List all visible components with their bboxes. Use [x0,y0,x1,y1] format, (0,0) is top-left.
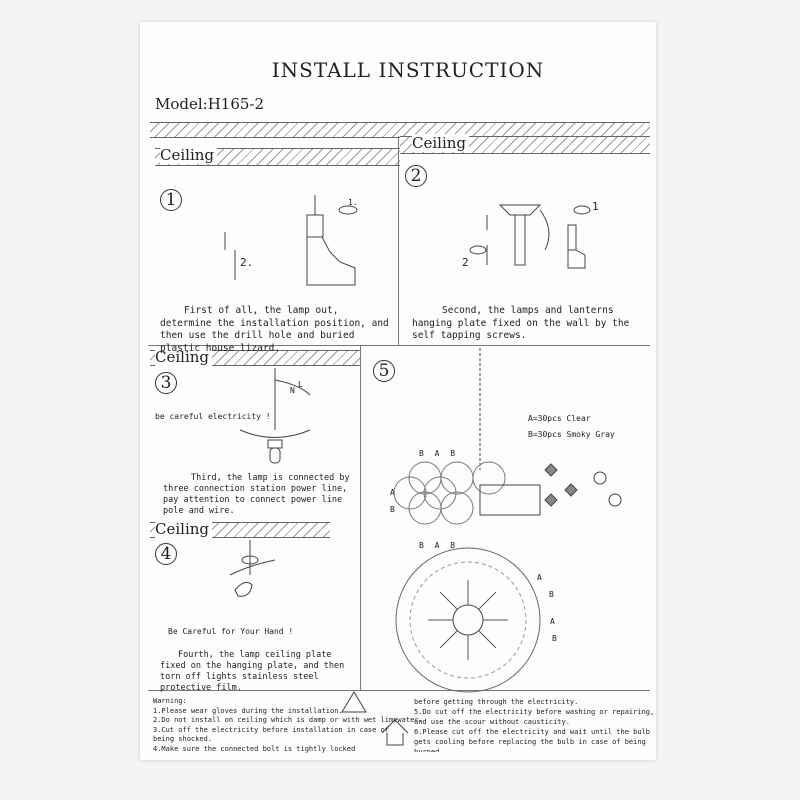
round-label-1: A [537,573,542,582]
step-number-3: 3 [155,372,177,394]
warning-item: before getting through the electricity. [414,698,579,706]
ceiling-label-1: Ceiling [160,146,218,164]
warning-item: 1.Please wear gloves during the installa… [153,706,343,715]
step4-caution: Be Careful for Your Hand ! [168,627,294,636]
page-title: INSTALL INSTRUCTION [271,58,545,82]
divider [148,690,650,691]
ceiling-label-4: Ceiling [155,520,213,538]
round-label-4: B [552,634,557,643]
side-label-b: B [390,505,395,514]
ceiling-plate-illustration [229,540,276,597]
warning-item: and use the scour without causticity. [414,718,570,726]
step2-label-1: 1 [592,200,599,213]
drill-illustration [224,195,358,286]
warning-triangle-icon [341,691,367,713]
divider [148,345,650,346]
warning-item: being shocked. [153,735,213,744]
row-top-labels: B A B [419,449,456,458]
legend-b: B=30pcs Smoky Gray [528,430,615,439]
legend-a: A=30pcs Clear [528,414,591,423]
step4-text: Fourth, the lamp ceiling plate fixed on … [160,650,345,693]
row-bottom-labels: B A B [419,541,456,550]
warning-item: 5.Do cut off the electricity before wash… [414,708,655,716]
step-number-5: 5 [373,360,395,382]
divider [360,345,361,690]
warning-item: 6.Please cut off the electricity and wai… [414,728,651,736]
ceiling-label-2: Ceiling [412,134,470,152]
step3-label-l: L [298,380,303,389]
warning-heading: Warning: [153,697,187,705]
step3-label-n: N [290,386,295,395]
model-number: Model:H165-2 [155,95,265,113]
home-icon [381,719,409,746]
step1-label-2: 2. [240,256,254,269]
warning-item: burned [414,748,440,752]
warning-item: 3.Cut off the electricity before install… [153,725,390,734]
hanging-plate-illustration [469,204,591,269]
step1-text: First of all, the lamp out, determine th… [160,305,389,354]
step1-label-1: 1. [348,198,358,207]
divider [398,136,399,346]
step-number-4: 4 [155,543,177,565]
warning-right: before getting through the electricity. … [414,697,654,752]
step2-label-2: 2 [462,256,469,269]
wiring-illustration [239,368,311,464]
chandelier-illustration [393,348,622,693]
ceiling-label-3: Ceiling [155,348,213,366]
side-label-a: A [390,488,395,497]
step-number-2: 2 [405,165,427,187]
step2-text: Second, the lamps and lanterns hanging p… [412,305,630,341]
warning-item: 2.Do not install on ceiling which is dam… [153,716,423,725]
step3-text: Third, the lamp is connected by three co… [163,473,350,516]
round-label-3: A [550,617,555,626]
warning-item: 4.Make sure the connected bolt is tightl… [153,744,356,753]
warning-left: Warning: 1.Please wear gloves during the… [153,697,423,755]
warning-item: gets cooling before replacing the bulb i… [414,738,646,746]
step3-caution: be careful electricity ! [155,412,271,421]
step-number-1: 1 [160,189,182,211]
round-label-2: B [549,590,554,599]
